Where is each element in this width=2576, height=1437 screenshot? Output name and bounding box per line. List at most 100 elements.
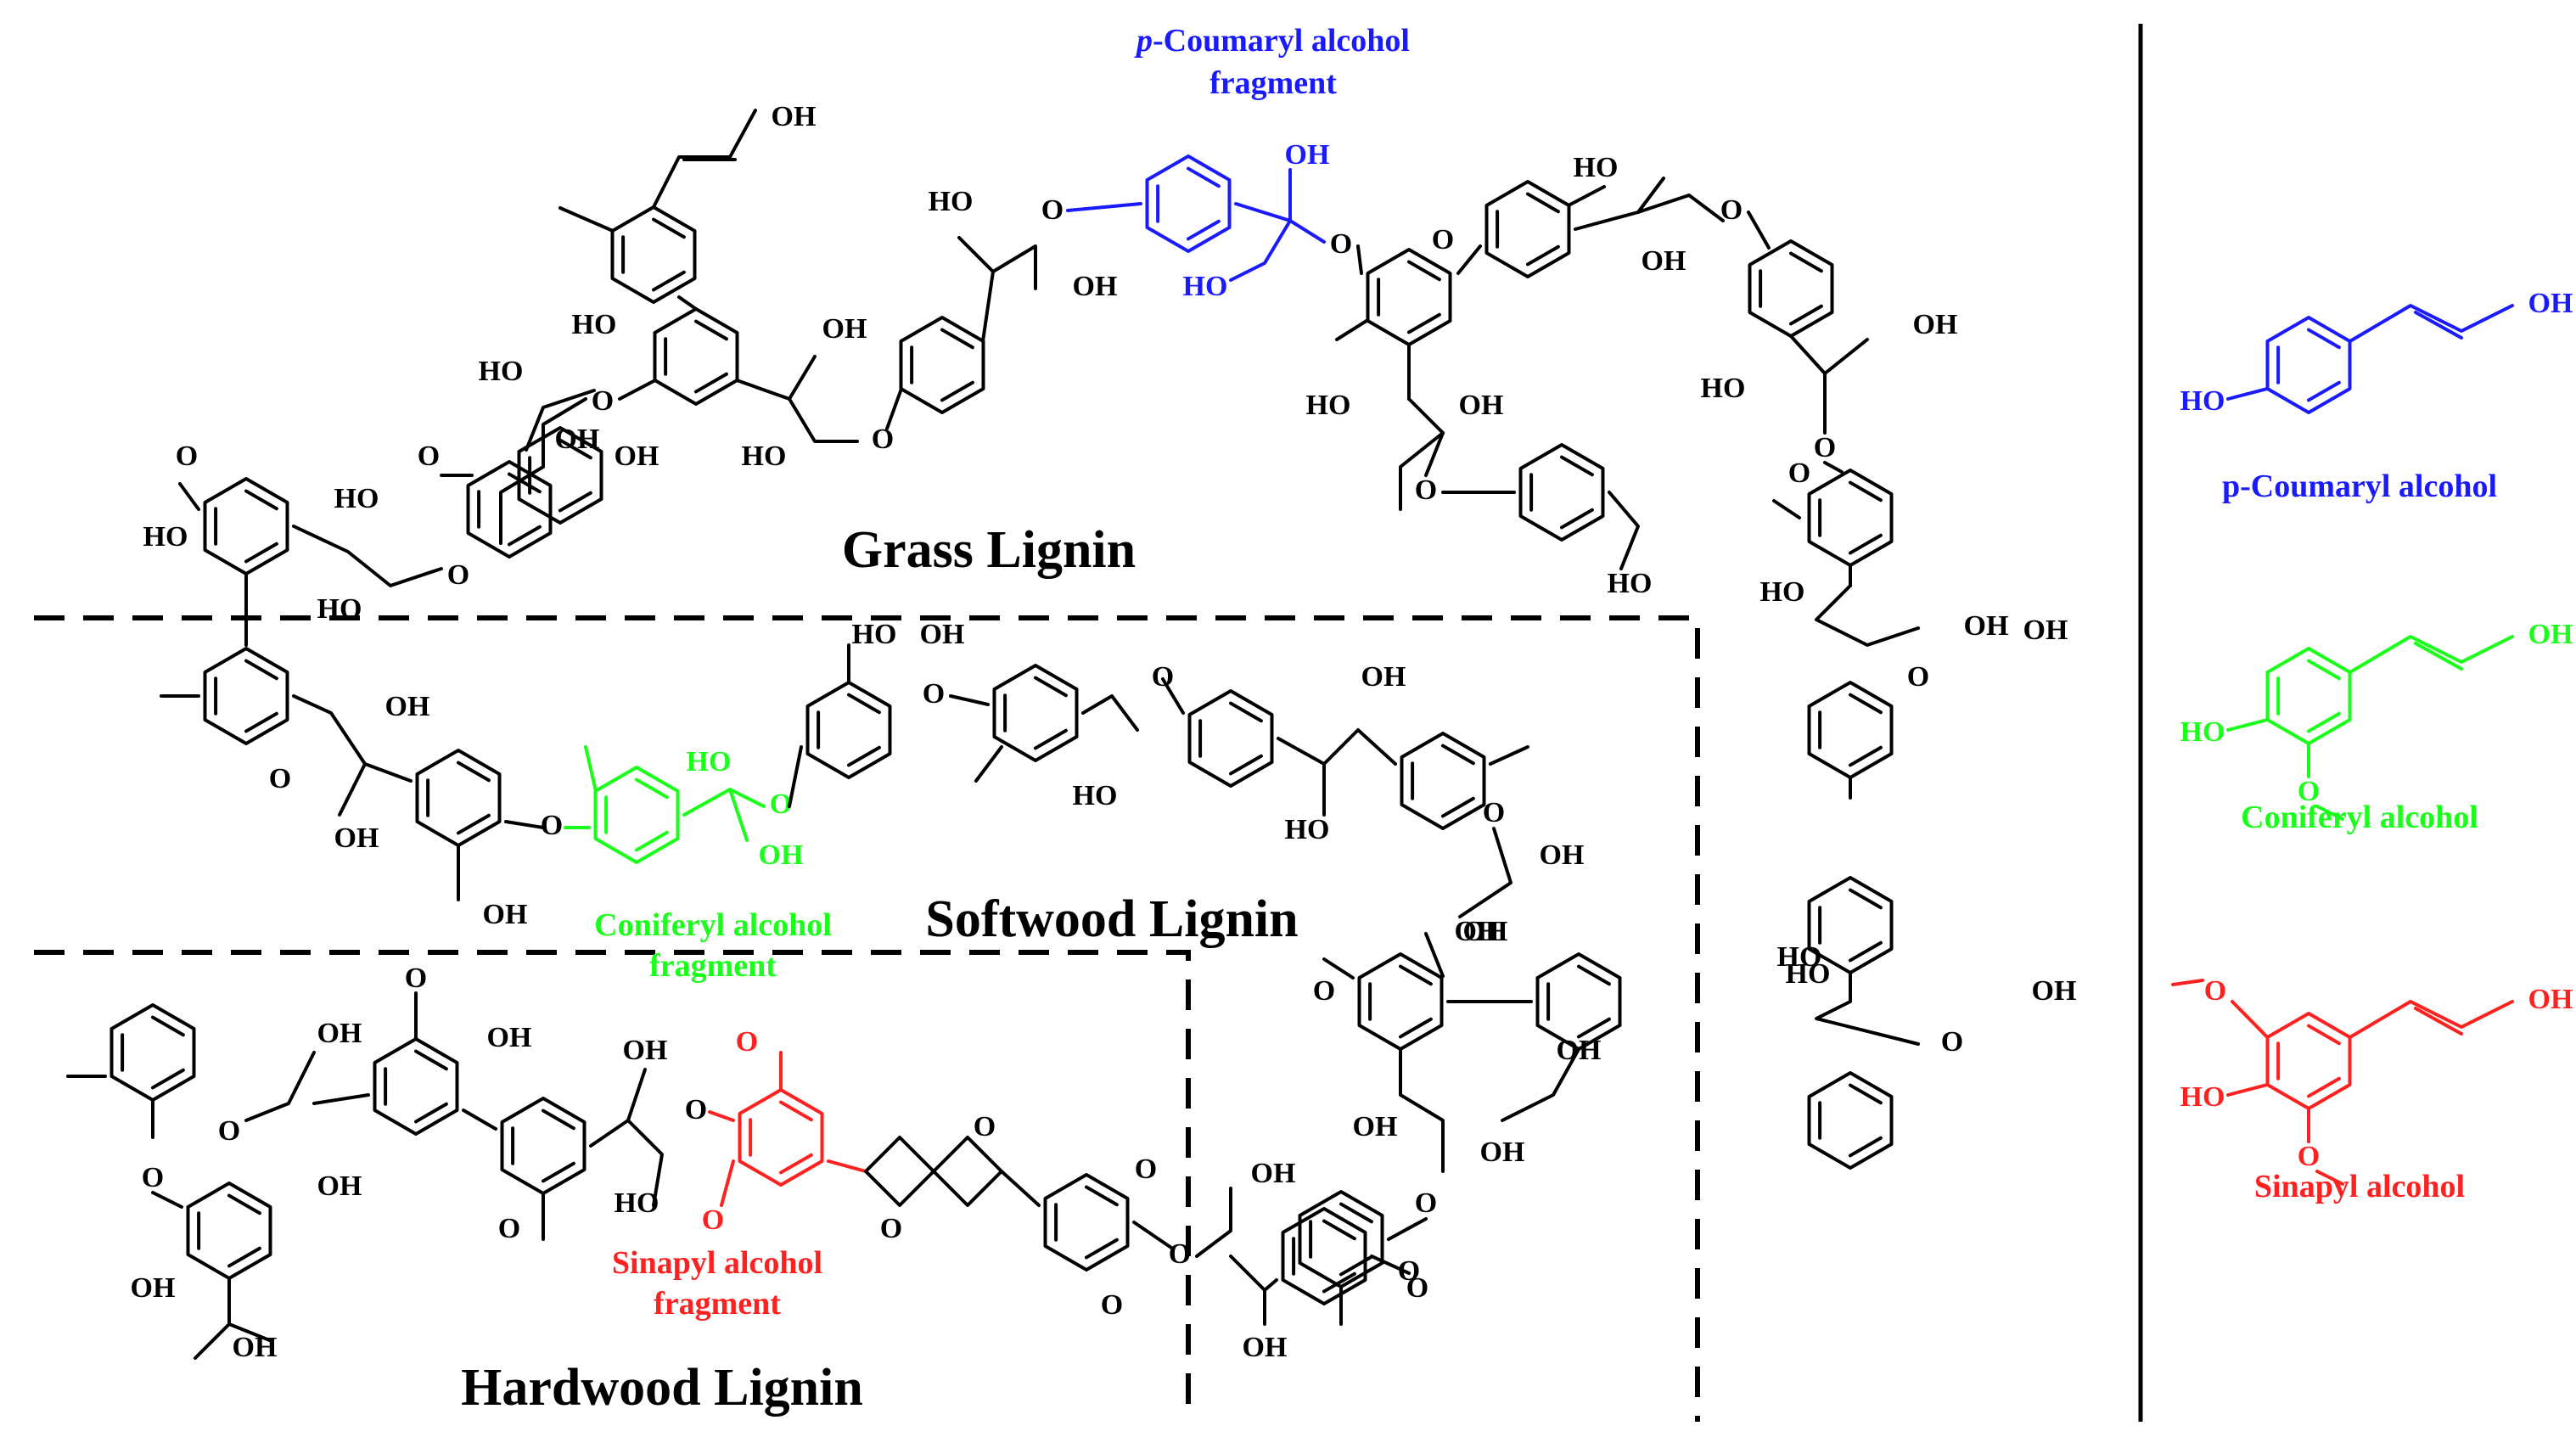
ring-h4 [500,1097,586,1195]
ring-double-bond [244,659,278,681]
ring-h1 [109,1003,196,1102]
ring-double-bond [1407,260,1441,282]
atom-label: HO [929,186,974,217]
ring-double-bond [1789,304,1823,326]
atom-label: OH [233,1332,278,1363]
atom-label: HO [1285,814,1330,845]
sinapyl-monomer-structure-methoxy2-bond [2231,1000,2270,1039]
bond [151,1191,183,1209]
softwood-region-border [34,615,1700,1422]
coniferyl-monomer-structure-ho: HO [2180,716,2225,748]
sinapyl-monomer-name: Sinapyl alcohol [2254,1169,2465,1204]
atom-label: O [1941,1026,1963,1058]
ring-double-bond [635,777,669,800]
coniferyl-monomer-structure-methyl [2315,805,2344,821]
coumaryl-monomer-structure-side-chain [2348,304,2514,343]
bond-chain [1501,1047,1580,1122]
ring-double-bond [414,1049,448,1071]
atom-label: HO [1786,958,1831,990]
ring-double-bond [542,1161,575,1183]
ring-double-bond [635,830,669,852]
atom-label: OH [487,1022,532,1053]
grass-lignin-title: Grass Lignin [842,521,1136,579]
bond-chain [1161,677,1185,715]
sinapyl-methoxy-bottom: O [702,1204,724,1236]
sinapyl-monomer-structure-methyl [2315,1170,2344,1186]
bond [1322,957,1355,980]
atom-label: HO [317,593,362,625]
coumaryl-ho: HO [1183,271,1228,302]
bond-chain [1234,168,1292,222]
atom-label: O [1152,661,1174,693]
atom-label: OH [1251,1158,1296,1189]
polymer-structure: OH HO OH O OH OH HO OH O OH O OH HO O OH HO OH O O OH HO O OH H… [66,101,2077,1363]
ring-double-bond [1399,964,1433,986]
region-borders [34,24,2143,1422]
bond [949,694,990,706]
ring-double-bond [2307,1076,2341,1098]
atom-label: O [1135,1154,1157,1185]
bond [974,745,1003,783]
atom-label: OH [131,1272,176,1304]
atom-label: O [1788,457,1810,489]
coumaryl-monomer-structure-ho: HO [2180,385,2225,417]
coniferyl-fragment-label-line2: fragment [649,948,777,984]
ring-double-bond [1789,251,1823,273]
atom-label: OH [1353,1111,1398,1142]
ring-l2 [466,460,553,559]
bond-chain [363,762,412,783]
coniferyl-monomer-structure-phenol-bond [2226,718,2270,732]
ring-double-bond [779,1100,813,1122]
atom-label: O [1432,224,1454,255]
atom-label: O [498,1213,520,1244]
coumaryl-monomer-structure-oh: OH [2528,288,2573,319]
bond [1772,499,1801,519]
coniferyl-monomer-structure-methoxy-o: O [2298,776,2320,807]
atom-label: O [872,424,894,455]
ring-double-bond [1577,1017,1611,1039]
ring-double-bond [1526,244,1560,267]
atom-label: OH [1455,916,1500,947]
ring-double-bond [1560,508,1594,530]
ring-l3 [517,426,603,525]
sinapyl-monomer-structure-double-bond [2414,1007,2463,1036]
bond-chain [227,1322,273,1343]
bond-chain [1081,694,1139,732]
atom-label: OH [1243,1332,1288,1363]
atom-label: OH [1459,390,1504,421]
sinapyl-monomer-structure-methyl2 [2171,979,2204,986]
atom-label: OH [1480,1137,1525,1168]
coniferyl-monomer-name: Coniferyl alcohol [2241,800,2478,835]
ring-double-bond [1526,192,1560,214]
ring-double-bond [1229,701,1263,723]
atom-label: OH [2032,975,2077,1007]
ring-double-bond [1034,676,1068,698]
ring-double-bond [694,319,728,341]
bond-chain [292,694,367,817]
bond-chain [991,244,1037,290]
atom-label: OH [385,691,430,722]
ring-h6 [1281,1207,1367,1305]
atom-label: HO [1306,390,1351,421]
coumaryl-monomer-name: p-Coumaryl alcohol [2222,469,2497,504]
ring-s4 [992,664,1079,762]
bond [1567,185,1606,207]
coniferyl-monomer-structure-double-bond [2414,642,2463,671]
ring-double-bond [1085,1238,1119,1260]
ring-double-bond [779,1153,813,1175]
ring-double-bond [1849,1083,1883,1105]
ring-double-bond [1849,693,1883,715]
bond [618,379,657,401]
ring-g2 [653,307,739,406]
atom-label: OH [1964,610,2009,642]
ring-double-bond [1849,1136,1883,1158]
ring-double-bond [1849,940,1883,963]
bond-chain [1574,177,1665,231]
bond-chain [728,788,749,842]
ring-double-bond [652,217,686,239]
ring-double-bond [244,711,278,733]
atom-label: O [1330,228,1352,260]
sinapyl-monomer-structure-ring [2265,1012,2352,1110]
ring-coniferyl-fragment [593,766,680,864]
atom-label: O [269,763,291,794]
